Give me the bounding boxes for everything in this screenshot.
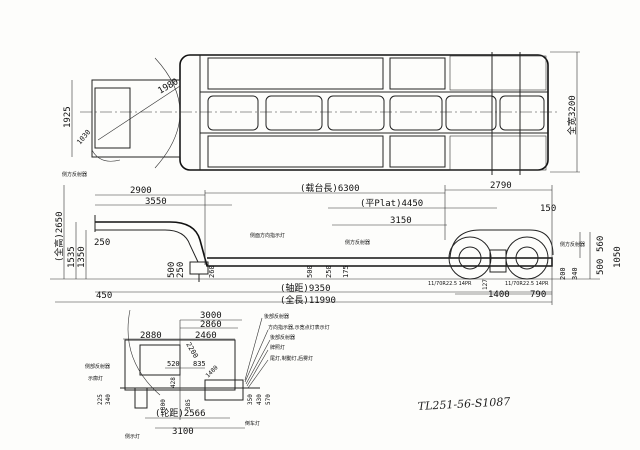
dim-deck-length: (载台長)6300 bbox=[300, 182, 360, 194]
label-side-reflector-mid: 侧方反射器 bbox=[345, 239, 370, 246]
dim-rear-offset: 150 bbox=[540, 204, 556, 214]
dim-127: 127 bbox=[482, 279, 489, 290]
frame-outline bbox=[95, 221, 553, 267]
rear-view: 3000 2860 2880 2460 2200 520 835 1480 42… bbox=[85, 309, 330, 440]
dim-width-total: 全宽3200 bbox=[566, 95, 578, 135]
dim-reflector-span: 3150 bbox=[390, 216, 412, 226]
dim-340: 340 bbox=[571, 267, 579, 280]
gooseneck-top bbox=[91, 57, 181, 169]
dim-790: 790 bbox=[530, 290, 546, 300]
dim-front-width: 1925 bbox=[63, 106, 73, 128]
dim-gooseneck-length: 2900 bbox=[130, 186, 152, 196]
dim-350: 350 bbox=[247, 394, 254, 405]
deck-panels bbox=[207, 57, 545, 168]
dim-2860: 2860 bbox=[200, 320, 222, 330]
dim-250-mid: 250 bbox=[325, 265, 333, 278]
label-clearance-lamp: 示廓灯 bbox=[88, 375, 103, 382]
deck-outline bbox=[179, 54, 549, 171]
top-view: 1925 1980 1030 全宽3200 bbox=[63, 51, 580, 175]
dim-wheelbase: (轴距)9350 bbox=[280, 282, 331, 294]
dim-428: 428 bbox=[170, 377, 177, 388]
label-tire-right: 11/70R22.5 14PR bbox=[505, 281, 549, 287]
dim-front-radius: 1030 bbox=[75, 128, 92, 146]
dim-450: 450 bbox=[96, 291, 112, 301]
dim-rear-overhang: 2790 bbox=[490, 181, 512, 191]
dim-1480: 1480 bbox=[204, 364, 219, 379]
dim-1535: 1535 bbox=[67, 246, 77, 268]
dim-height-total: (全高)2650 bbox=[53, 211, 65, 262]
dim-track: (轮距)2566 bbox=[155, 407, 206, 419]
label-turn-lamp: 方向指示器,示宽点灯表示灯 bbox=[268, 324, 330, 331]
wheels bbox=[448, 236, 549, 280]
dim-430: 430 bbox=[256, 394, 263, 405]
dim-platform: (平Plat)4450 bbox=[360, 198, 423, 209]
dim-3100: 3100 bbox=[172, 427, 194, 437]
dim-385: 385 bbox=[185, 399, 192, 410]
fender bbox=[449, 229, 554, 259]
label-plate-lamp: 牌照灯 bbox=[270, 344, 285, 351]
dim-560: 560 bbox=[596, 236, 606, 252]
dim-2460: 2460 bbox=[195, 331, 217, 341]
dim-500-rear: 500 bbox=[596, 259, 606, 275]
drawing-number: TL251-56-S1087 bbox=[417, 395, 510, 413]
dim-2880: 2880 bbox=[140, 331, 162, 341]
dim-250-front: 250 bbox=[176, 262, 186, 278]
dim-3000: 3000 bbox=[200, 311, 222, 321]
label-tail-lamps: 尾灯,制動灯,后雾灯 bbox=[270, 355, 313, 362]
dim-500-mid: 500 bbox=[306, 265, 314, 278]
dim-1050: 1050 bbox=[613, 246, 623, 268]
label-side-reflector: 侧部反射器 bbox=[85, 363, 110, 370]
dimension-lines bbox=[55, 185, 591, 305]
axle-springs bbox=[449, 52, 547, 175]
label-side-marker: 侧面方向指示灯 bbox=[250, 232, 285, 239]
dim-835: 835 bbox=[193, 360, 206, 368]
dim-570: 570 bbox=[265, 394, 272, 405]
dim-kingpin-to-step: 3550 bbox=[145, 197, 167, 207]
label-rear-side-reflector: 侧方反射器 bbox=[560, 241, 585, 248]
dim-500-front: 500 bbox=[167, 262, 177, 278]
dim-axle-spacing: 1400 bbox=[488, 290, 510, 300]
label-backup-lamp: 倒车灯 bbox=[245, 420, 260, 427]
dim-1350: 1350 bbox=[77, 246, 87, 268]
label-front-reflector: 侧方反射器 bbox=[62, 171, 87, 178]
dim-260: 260 bbox=[208, 265, 216, 278]
dim-520: 520 bbox=[167, 360, 180, 368]
dim-2200: 2200 bbox=[184, 341, 199, 360]
dim-340: 340 bbox=[105, 394, 112, 405]
side-view: 2900 3550 (载台長)6300 2790 (平Plat)4450 315… bbox=[50, 171, 623, 306]
dim-200: 200 bbox=[559, 267, 567, 280]
label-rear-reflector-2: 後部反射器 bbox=[270, 334, 295, 341]
dim-250: 250 bbox=[94, 238, 110, 248]
dim-175: 175 bbox=[342, 265, 350, 278]
dim-225: 225 bbox=[97, 394, 104, 405]
label-rear-reflector: 後部反射器 bbox=[264, 313, 289, 320]
label-side-lamp: 侧示灯 bbox=[125, 433, 140, 440]
dim-length-total: (全長)11990 bbox=[280, 294, 336, 306]
label-tire-left: 11/70R22.5 14PR bbox=[428, 281, 472, 287]
dim-300: 300 bbox=[160, 399, 167, 410]
